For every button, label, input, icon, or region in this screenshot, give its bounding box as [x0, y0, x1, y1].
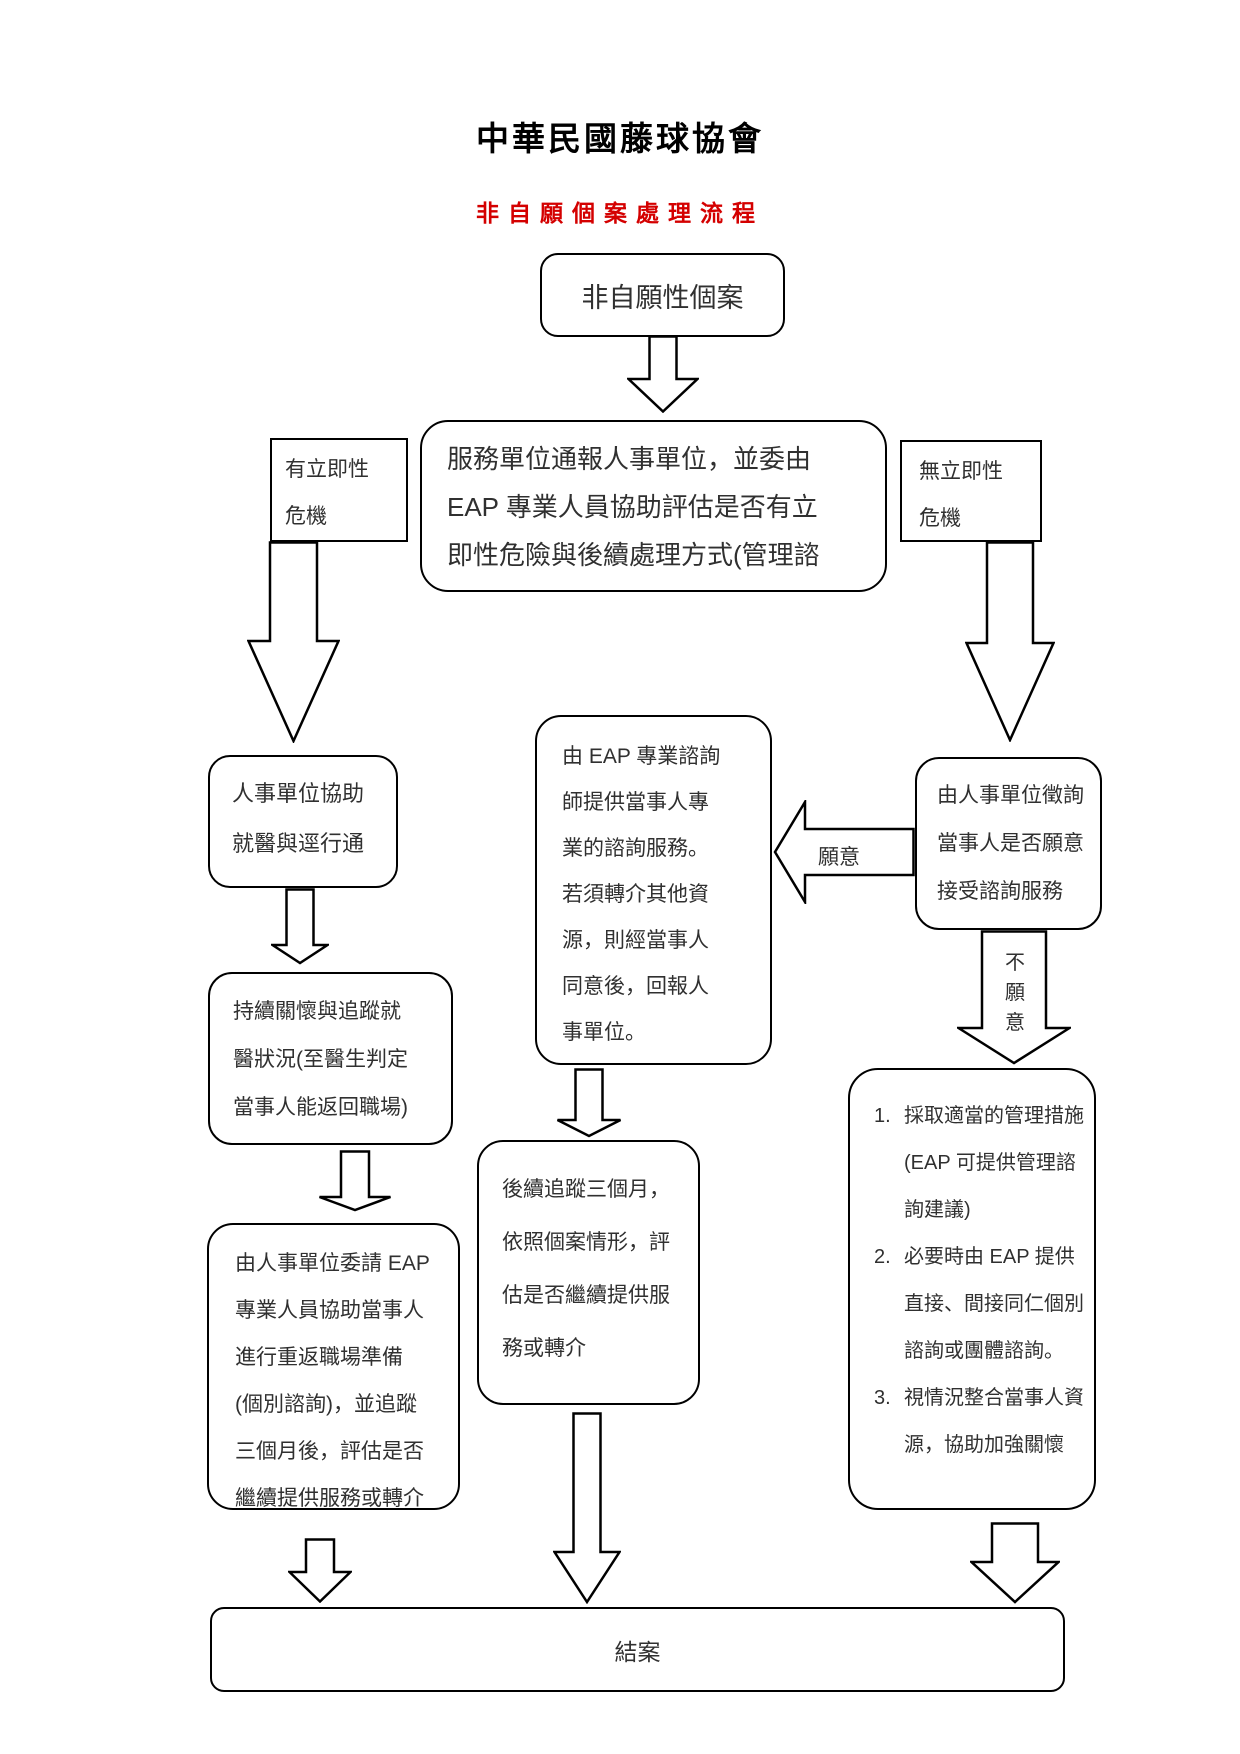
arrow-down-mid1-to-mid2	[556, 1068, 622, 1138]
arrow-down-management-to-end	[970, 1522, 1060, 1604]
node-hr-ask-willingness: 由人事單位徵詢 當事人是否願意 接受諮詢服務	[915, 757, 1102, 930]
management-item: 3. 視情況整合當事人資 源，協助加強關懷	[874, 1375, 1086, 1469]
node-start: 非自願性個案	[540, 253, 785, 337]
arrow-down-left1-to-left2	[271, 888, 329, 965]
page-title: 中華民國藤球協會	[476, 119, 764, 158]
arrow-down-left3-to-end	[288, 1538, 352, 1603]
arrow-down-no-immediate-crisis-branch	[965, 541, 1055, 742]
management-item-number: 3.	[874, 1387, 891, 1409]
node-close-case: 結案	[210, 1607, 1065, 1692]
willing-arrow-label: 願意	[818, 846, 860, 869]
node-management-measures: 1. 採取適當的管理措施 (EAP 可提供管理諮 詢建議) 2. 必要時由 EA…	[848, 1068, 1096, 1510]
node-return-to-work-prep: 由人事單位委請 EAP 專業人員協助當事人 進行重返職場準備 (個別諮詢)，並追…	[207, 1223, 460, 1510]
arrow-down-mid2-to-end	[553, 1412, 621, 1604]
arrow-down-start-to-assess	[627, 335, 699, 413]
arrow-down-left2-to-left3	[319, 1150, 391, 1212]
arrow-left-willing	[773, 800, 915, 904]
management-item: 1. 採取適當的管理措施 (EAP 可提供管理諮 詢建議)	[874, 1093, 1086, 1234]
node-three-month-followup: 後續追蹤三個月， 依照個案情形，評 估是否繼續提供服 務或轉介	[477, 1140, 700, 1405]
management-item-text: 視情況整合當事人資 源，協助加強關懷	[904, 1387, 1084, 1456]
unwilling-arrow-label: 不 願 意	[1005, 952, 1025, 1034]
management-item-number: 1.	[874, 1105, 891, 1127]
branch-label-immediate-crisis: 有立即性 危機	[270, 438, 408, 542]
management-item-text: 採取適當的管理措施 (EAP 可提供管理諮 詢建議)	[904, 1105, 1084, 1221]
management-item: 2. 必要時由 EAP 提供 直接、間接同仁個別 諮詢或團體諮詢。	[874, 1234, 1086, 1375]
management-item-text: 必要時由 EAP 提供 直接、間接同仁個別 諮詢或團體諮詢。	[904, 1246, 1084, 1362]
node-hr-assist-medical: 人事單位協助 就醫與逕行通	[208, 755, 398, 888]
node-eap-counseling: 由 EAP 專業諮詢 師提供當事人專 業的諮詢服務。 若須轉介其他資 源，則經當…	[535, 715, 772, 1065]
management-item-number: 2.	[874, 1246, 891, 1268]
page-subtitle: 非自願個案處理流程	[476, 200, 764, 227]
arrow-down-unwilling	[957, 930, 1071, 1065]
arrow-down-immediate-crisis-branch	[247, 541, 340, 743]
branch-label-no-immediate-crisis: 無立即性 危機	[900, 440, 1042, 542]
node-continuous-care: 持續關懷與追蹤就 醫狀況(至醫生判定 當事人能返回職場)	[208, 972, 453, 1145]
node-assess: 服務單位通報人事單位，並委由 EAP 專業人員協助評估是否有立 即性危險與後續處…	[420, 420, 887, 592]
